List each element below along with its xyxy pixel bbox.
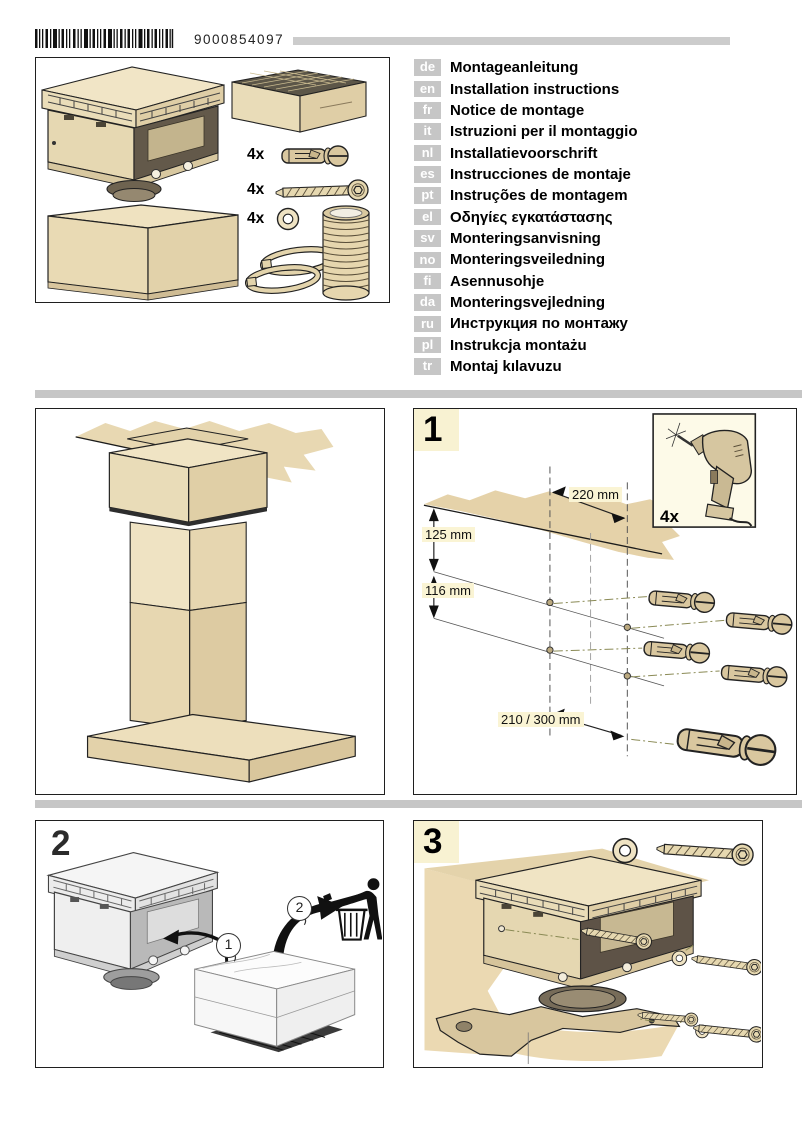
language-code-badge: no bbox=[414, 251, 441, 269]
step1-panel: 1 220 mm 125 mm 116 mm 210 / 300 mm 4x bbox=[413, 408, 797, 795]
language-row: en Installation instructions bbox=[414, 78, 638, 99]
language-title: Instruções de montagem bbox=[450, 187, 628, 205]
step2-illustration bbox=[46, 852, 382, 1053]
language-row: fr Notice de montage bbox=[414, 100, 638, 121]
language-row: da Monteringsvejledning bbox=[414, 292, 638, 313]
language-row: tr Montaj kılavuzu bbox=[414, 356, 638, 377]
language-row: nl Installatievoorschrift bbox=[414, 142, 638, 163]
language-title: Asennusohje bbox=[450, 272, 545, 290]
language-row: fi Asennusohje bbox=[414, 270, 638, 291]
overview-panel bbox=[35, 408, 385, 795]
qty-label-anchors: 4x bbox=[247, 146, 265, 163]
language-list: de Montageanleitung en Installation instru… bbox=[414, 57, 638, 377]
language-row: pl Instrukcja montażu bbox=[414, 334, 638, 355]
language-code-badge: fi bbox=[414, 272, 441, 290]
dim-label-116: 116 mm bbox=[422, 583, 474, 598]
step2-panel: 2 1 2 bbox=[35, 820, 384, 1068]
language-row: sv Monteringsanvisning bbox=[414, 228, 638, 249]
language-title: Monteringsvejledning bbox=[450, 293, 606, 311]
parts-panel: 4x 4x 4x bbox=[35, 57, 390, 303]
qty-label-washers: 4x bbox=[247, 210, 265, 227]
section-divider-2 bbox=[35, 800, 802, 808]
header-bar bbox=[293, 37, 730, 45]
language-title: Monteringsveiledning bbox=[450, 251, 606, 269]
qty-label-screws: 4x bbox=[247, 181, 265, 198]
dim-label-top: 220 mm bbox=[569, 487, 622, 502]
language-title: Instrucciones de montaje bbox=[450, 165, 631, 183]
language-title: Installation instructions bbox=[450, 80, 620, 98]
language-title: Montageanleitung bbox=[450, 59, 579, 77]
language-code-badge: el bbox=[414, 208, 441, 226]
language-row: no Monteringsveiledning bbox=[414, 249, 638, 270]
language-row: ru Инструкция по монтажу bbox=[414, 313, 638, 334]
step1-illustration bbox=[423, 413, 794, 769]
step3-illustration bbox=[424, 837, 761, 1065]
language-row: it Istruzioni per il montaggio bbox=[414, 121, 638, 142]
dim-label-depth: 210 / 300 mm bbox=[498, 712, 584, 727]
language-row: el Οδηγίες εγκατάστασης bbox=[414, 206, 638, 227]
language-code-badge: pt bbox=[414, 187, 441, 204]
language-code-badge: en bbox=[414, 80, 441, 98]
trash-disposal-icon bbox=[323, 878, 382, 941]
language-title: Инструкция по монтажу bbox=[450, 315, 628, 333]
language-code-badge: nl bbox=[414, 144, 441, 162]
language-title: Notice de montage bbox=[450, 101, 585, 119]
language-code-badge: pl bbox=[414, 336, 441, 354]
language-code-badge: sv bbox=[414, 230, 441, 247]
language-code-badge: tr bbox=[414, 358, 441, 375]
barcode-icon bbox=[35, 29, 174, 48]
language-title: Montaj kılavuzu bbox=[450, 357, 562, 375]
step-number: 3 bbox=[414, 821, 459, 863]
language-code-badge: de bbox=[414, 59, 441, 76]
language-code-badge: it bbox=[414, 123, 441, 140]
drill-inset-qty: 4x bbox=[660, 507, 679, 526]
overview-illustration bbox=[75, 421, 356, 783]
language-row: es Instrucciones de montaje bbox=[414, 164, 638, 185]
section-divider-1 bbox=[35, 390, 802, 398]
language-code-badge: ru bbox=[414, 315, 441, 333]
language-code-badge: fr bbox=[414, 102, 441, 119]
language-row: de Montageanleitung bbox=[414, 57, 638, 78]
language-row: pt Instruções de montagem bbox=[414, 185, 638, 206]
step3-panel: 3 bbox=[413, 820, 763, 1068]
parts-illustration bbox=[41, 66, 370, 301]
language-code-badge: es bbox=[414, 166, 441, 183]
language-title: Οδηγίες εγκατάστασης bbox=[450, 208, 613, 226]
dim-label-125: 125 mm bbox=[422, 527, 475, 542]
callout-2: 2 bbox=[287, 896, 312, 921]
language-title: Installatievoorschrift bbox=[450, 144, 598, 162]
language-code-badge: da bbox=[414, 294, 441, 311]
language-title: Instrukcja montażu bbox=[450, 336, 587, 354]
language-title: Monteringsanvisning bbox=[450, 229, 601, 247]
step-number: 1 bbox=[414, 409, 459, 451]
callout-1: 1 bbox=[216, 933, 241, 958]
step-number: 2 bbox=[51, 824, 71, 863]
language-title: Istruzioni per il montaggio bbox=[450, 123, 638, 141]
barcode-number: 9000854097 bbox=[194, 32, 285, 47]
